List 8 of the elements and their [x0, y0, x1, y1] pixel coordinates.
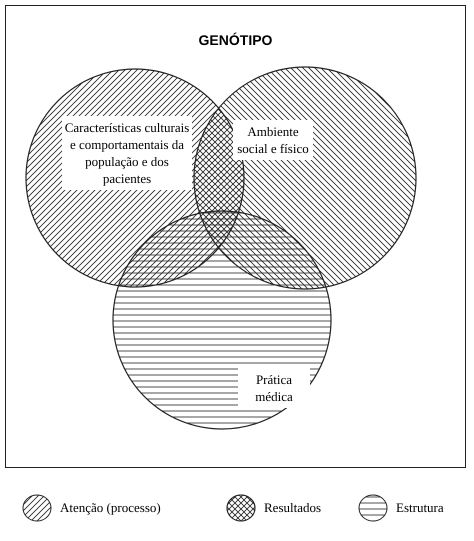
circle-label: Características culturais e comportamentais da população e dos pacientes	[62, 116, 192, 190]
legend-label: Estrutura	[396, 500, 444, 516]
circle-label: Prática médica	[238, 368, 310, 408]
frame-title: GENÓTIPO	[198, 32, 272, 48]
circle-label: Ambiente social e físico	[233, 120, 313, 160]
diagram-frame	[5, 5, 466, 468]
legend-label: Atenção (processo)	[60, 500, 161, 516]
legend-label: Resultados	[264, 500, 322, 516]
